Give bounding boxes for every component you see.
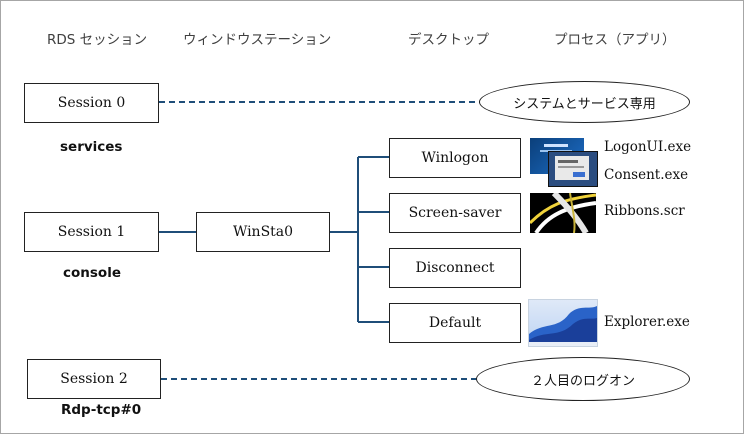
session-0-box: Session 0: [24, 83, 159, 123]
winsta0-box: WinSta0: [196, 212, 330, 252]
process-explorer: Explorer.exe: [604, 314, 690, 330]
ellipse-second-logon: ２人目のログオン: [476, 357, 690, 401]
desktop-default-box: Default: [389, 303, 521, 343]
header-desktop: デスクトップ: [408, 32, 489, 48]
explorer-desktop-thumbnail: [528, 299, 598, 347]
ribbons-screensaver-thumbnail: [530, 193, 596, 233]
session-2-name: Rdp-tcp#0: [61, 402, 142, 418]
process-consent: Consent.exe: [604, 167, 689, 183]
session-0-name: services: [60, 139, 123, 155]
session-1-name: console: [63, 265, 121, 281]
process-logonui: LogonUI.exe: [604, 139, 692, 155]
process-ribbons: Ribbons.scr: [604, 203, 685, 219]
header-process: プロセス（アプリ）: [554, 32, 676, 48]
ellipse-system-services: システムとサービス専用: [479, 81, 690, 123]
header-window-station: ウィンドウステーション: [183, 32, 332, 48]
consent-screenshot-thumbnail: [548, 151, 598, 187]
header-rds-session: RDS セッション: [47, 32, 148, 48]
session-2-box: Session 2: [27, 359, 161, 399]
session-1-box: Session 1: [24, 212, 159, 252]
desktop-disconnect-box: Disconnect: [389, 248, 521, 288]
desktop-winlogon-box: Winlogon: [389, 138, 521, 178]
desktop-screensaver-box: Screen-saver: [389, 193, 521, 233]
